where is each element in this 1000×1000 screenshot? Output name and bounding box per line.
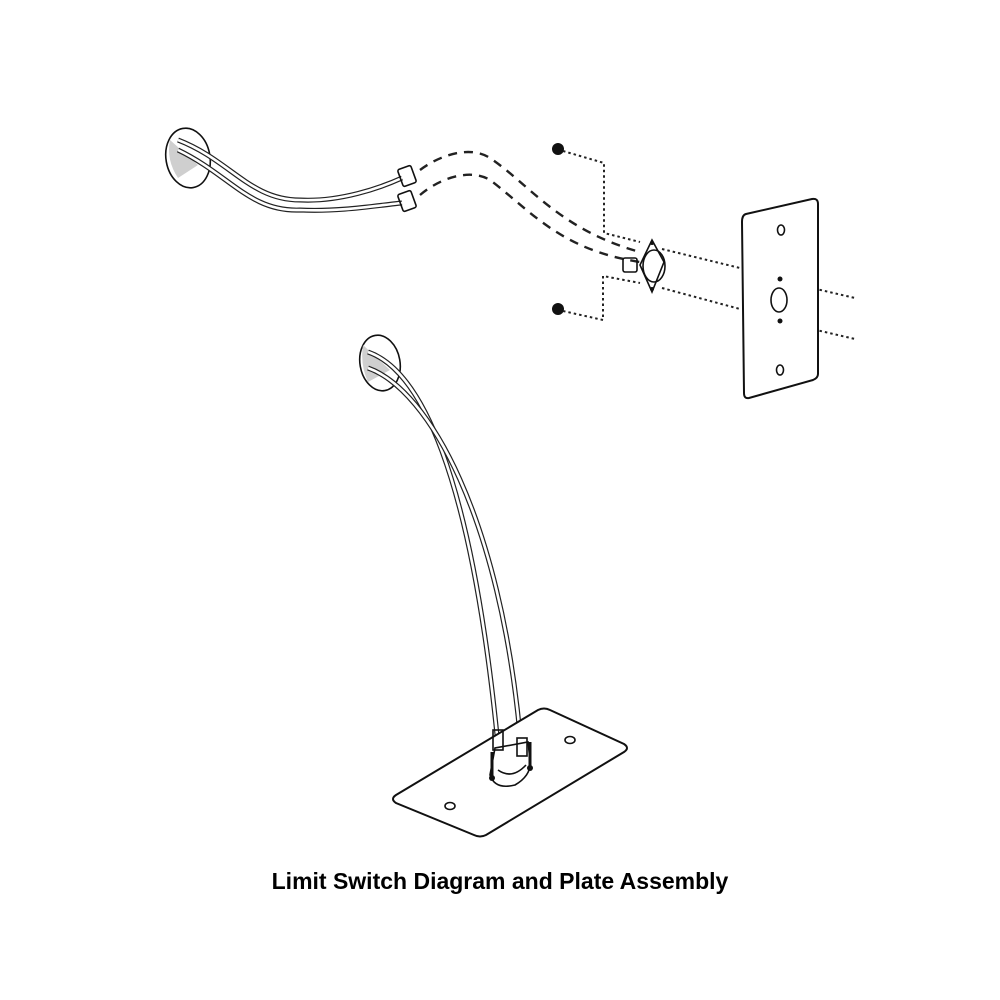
mounting-plate: [740, 197, 819, 400]
dashed-wire-paths: [419, 150, 641, 264]
top-wires: [176, 137, 404, 213]
installed-limit-switch: [489, 729, 533, 788]
limit-switch: [622, 238, 666, 295]
lower-wires: [367, 349, 523, 736]
diagram-caption: Limit Switch Diagram and Plate Assembly: [271, 868, 729, 894]
mounting-screws: [552, 143, 564, 315]
wire-connectors: [397, 164, 417, 213]
base-plate: [392, 707, 628, 838]
